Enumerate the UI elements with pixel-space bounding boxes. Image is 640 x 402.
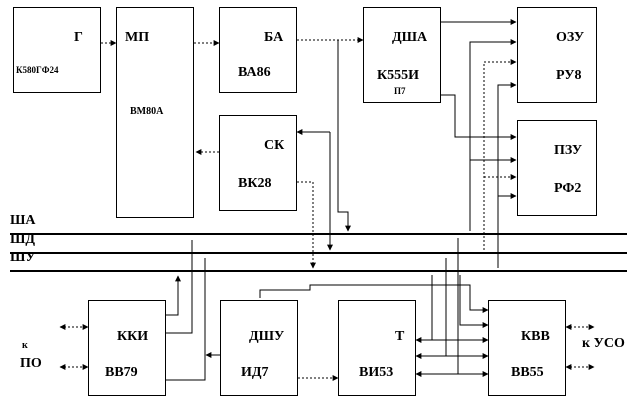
block-kvv: КВВ ВВ55: [488, 300, 566, 396]
block-dshu-part: ИД7: [241, 365, 269, 380]
block-ozu-name: ОЗУ: [556, 30, 585, 45]
external-po-label: ПО: [20, 356, 42, 371]
external-uso-label: к УСО: [582, 336, 625, 351]
block-kki-name: ККИ: [117, 329, 149, 344]
block-ozu-part: РУ8: [556, 68, 582, 83]
block-sk: СК ВК28: [219, 115, 297, 211]
block-mp: МП ВМ80А: [116, 7, 194, 218]
block-pzu-name: ПЗУ: [554, 143, 583, 158]
block-dshu-name: ДШУ: [249, 329, 285, 344]
block-t-part: ВИ53: [359, 365, 394, 380]
block-kki-part: ВВ79: [105, 365, 138, 380]
block-kvv-part: ВВ55: [511, 365, 544, 380]
block-mp-name: МП: [125, 30, 150, 45]
block-ba: БА ВА86: [219, 7, 297, 93]
block-kki: ККИ ВВ79: [88, 300, 166, 396]
block-kvv-name: КВВ: [521, 329, 550, 344]
block-ozu: ОЗУ РУ8: [517, 7, 597, 103]
block-pzu-part: РФ2: [554, 181, 582, 196]
bus-shu-label: ШУ: [10, 250, 36, 265]
block-t-name: Т: [395, 329, 405, 344]
block-g-name: Г: [74, 30, 83, 45]
block-sk-part: ВК28: [238, 176, 272, 191]
block-dshu: ДШУ ИД7: [220, 300, 298, 396]
block-sk-name: СК: [264, 138, 285, 153]
block-dsha-part: К555И: [377, 68, 420, 83]
block-g-part: К580ГФ24: [16, 65, 59, 75]
bus-sha-label: ША: [10, 213, 36, 228]
block-pzu: ПЗУ РФ2: [517, 120, 597, 216]
external-k-label: к: [22, 340, 28, 351]
block-dsha-part2: П7: [394, 86, 406, 96]
block-ba-part: ВА86: [238, 65, 271, 80]
block-dsha-name: ДША: [392, 30, 428, 45]
block-dsha: ДША К555И П7: [363, 7, 441, 103]
block-ba-name: БА: [264, 30, 284, 45]
bus-shd-label: ШД: [10, 232, 36, 247]
block-mp-part: ВМ80А: [130, 106, 164, 117]
block-g: Г К580ГФ24: [13, 7, 101, 93]
block-t: Т ВИ53: [338, 300, 416, 396]
